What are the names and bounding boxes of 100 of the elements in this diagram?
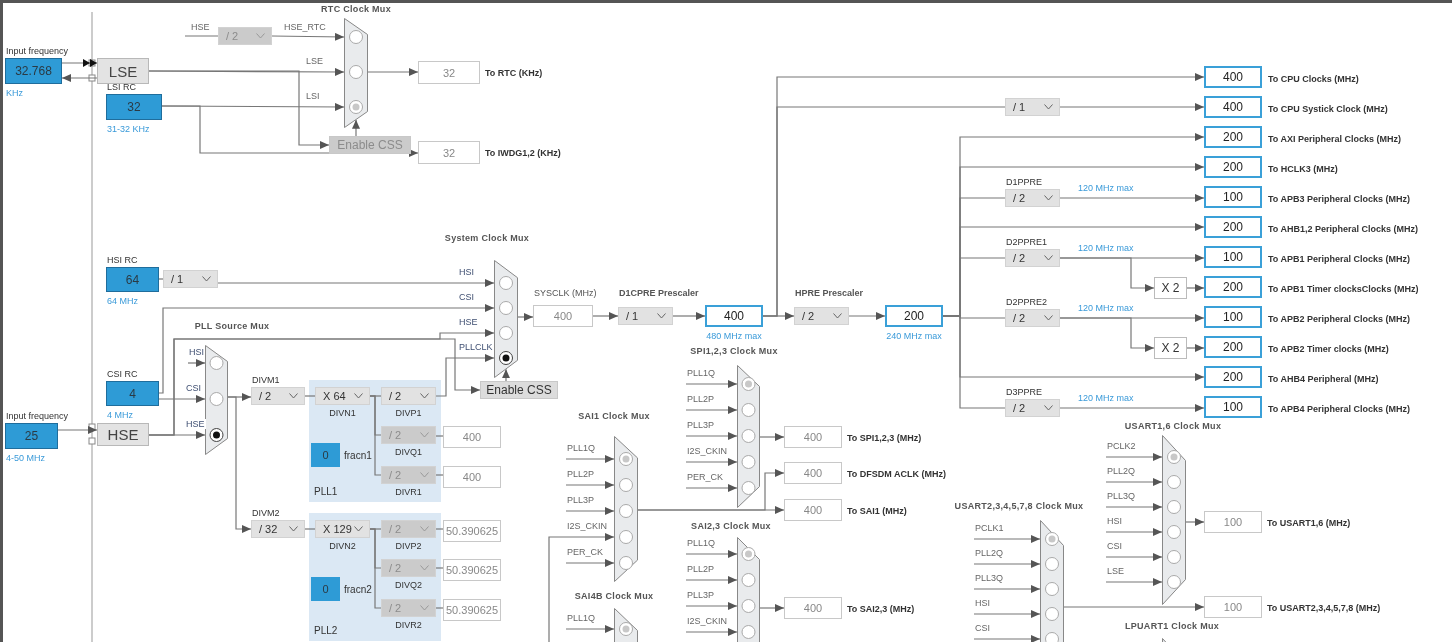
field-label: HSI RC bbox=[107, 255, 138, 266]
field-label: DIVM1 bbox=[252, 375, 280, 386]
signal-line bbox=[435, 474, 444, 476]
signal-label: HSI bbox=[974, 598, 991, 608]
signal-label: PLLCLK bbox=[458, 342, 494, 352]
signal-label: PLL1Q bbox=[566, 443, 597, 453]
prescaler-dropdown: / 1 bbox=[163, 270, 218, 288]
signal-arrow bbox=[57, 426, 98, 434]
frequency-output-field: 400 bbox=[443, 466, 501, 488]
output-label: To HCLK3 (MHz) bbox=[1268, 163, 1338, 175]
frequency-range-note: 4-50 MHz bbox=[6, 453, 45, 464]
signal-line bbox=[435, 607, 444, 609]
output-label: To APB2 Timer clocks (MHz) bbox=[1268, 343, 1389, 355]
field-label: D3PPRE bbox=[1006, 387, 1042, 398]
signal-arrow bbox=[148, 70, 330, 149]
signal-arrow bbox=[1059, 194, 1205, 202]
signal-line bbox=[435, 528, 444, 530]
signal-arrow bbox=[187, 359, 206, 367]
signal-arrow bbox=[1059, 404, 1205, 412]
output-label: To USART1,6 (MHz) bbox=[1267, 517, 1351, 529]
signal-label: LSI bbox=[305, 91, 321, 101]
field-label: Input frequency bbox=[6, 411, 69, 422]
multiplier-block: X 2 bbox=[1154, 277, 1187, 299]
field-label: DIVQ1 bbox=[395, 447, 422, 458]
output-label: To SAI1 (MHz) bbox=[847, 505, 907, 517]
signal-line bbox=[762, 106, 1006, 317]
signal-arrow bbox=[685, 576, 738, 584]
signal-label: LSE bbox=[1106, 566, 1125, 576]
panel-label: PLL1 bbox=[314, 486, 338, 497]
signal-arrow bbox=[685, 380, 738, 388]
mux-title: SPI1,2,3 Clock Mux bbox=[690, 346, 778, 357]
output-label: To APB1 Timer clocksClocks (MHz) bbox=[1268, 283, 1419, 295]
frequency-range-note: 31-32 KHz bbox=[107, 124, 150, 135]
output-label: To IWDG1,2 (KHz) bbox=[485, 148, 561, 159]
mux-title: RTC Clock Mux bbox=[321, 4, 391, 15]
frequency-output-field: 50.390625 bbox=[443, 520, 501, 542]
signal-arrow bbox=[548, 533, 615, 642]
output-label: To CPU Clocks (MHz) bbox=[1268, 73, 1359, 85]
frequency-limit-note: 480 MHz max bbox=[706, 331, 762, 342]
output-label: To SAI2,3 (MHz) bbox=[847, 603, 915, 615]
signal-arrow bbox=[759, 604, 785, 612]
field-label: LSI RC bbox=[107, 82, 136, 93]
signal-arrow bbox=[158, 304, 495, 394]
signal-arrow bbox=[637, 469, 785, 511]
mux-title: PLL Source Mux bbox=[194, 321, 270, 332]
mux-title: USART2,3,4,5,7,8 Clock Mux bbox=[954, 501, 1084, 512]
signal-arrow bbox=[1105, 503, 1163, 511]
field-label: fracn1 bbox=[344, 449, 372, 461]
field-label: DIVM2 bbox=[252, 508, 280, 519]
field-label: fracn2 bbox=[344, 583, 372, 595]
signal-arrow bbox=[227, 396, 252, 533]
field-label: SYSCLK (MHz) bbox=[534, 288, 597, 299]
output-label: To RTC (KHz) bbox=[485, 68, 543, 79]
field-label: DIVP1 bbox=[395, 408, 422, 419]
output-label: To APB3 Peripheral Clocks (MHz) bbox=[1268, 193, 1411, 205]
mux-title: System Clock Mux bbox=[444, 233, 530, 244]
oscillator-block: LSE bbox=[97, 58, 149, 84]
mux-title: SAI1 Clock Mux bbox=[578, 411, 650, 422]
signal-arrow bbox=[1186, 344, 1205, 352]
signal-line bbox=[369, 395, 382, 476]
signal-arrow bbox=[1059, 317, 1155, 352]
mux-title: SAI2,3 Clock Mux bbox=[691, 521, 771, 532]
output-label: To AHB1,2 Peripheral Clocks (MHz) bbox=[1268, 223, 1419, 235]
frequency-limit-note: 120 MHz max bbox=[1078, 393, 1134, 404]
signal-label: PLL2P bbox=[566, 469, 596, 479]
output-label: To USART2,3,4,5,7,8 (MHz) bbox=[1267, 602, 1381, 614]
signal-label: PLL2P bbox=[686, 394, 716, 404]
signal-line bbox=[184, 35, 219, 37]
field-label: DIVR2 bbox=[395, 620, 422, 631]
field-label: D1CPRE Prescaler bbox=[619, 288, 699, 299]
signal-label: HSI bbox=[188, 347, 205, 357]
signal-label: PLL2Q bbox=[974, 548, 1005, 558]
output-label: To APB4 Peripheral Clocks (MHz) bbox=[1268, 403, 1411, 415]
signal-arrow bbox=[759, 433, 785, 441]
frequency-limit-note: 120 MHz max bbox=[1078, 183, 1134, 194]
css-enable-button: Enable CSS bbox=[329, 136, 411, 154]
signal-arrow bbox=[502, 368, 510, 382]
signal-label: HSI bbox=[1106, 516, 1123, 526]
mux-title: LPUART1 Clock Mux bbox=[1124, 621, 1220, 632]
signal-arrow bbox=[672, 312, 706, 320]
field-label: D1PPRE bbox=[1006, 177, 1042, 188]
signal-arrow bbox=[565, 625, 615, 633]
signal-arrow bbox=[1063, 603, 1205, 611]
signal-label: I2S_CKIN bbox=[686, 446, 729, 456]
frequency-limit-note: 120 MHz max bbox=[1078, 303, 1134, 314]
output-label: To AXI Peripheral Clocks (MHz) bbox=[1268, 133, 1402, 145]
field-label: DIVR1 bbox=[395, 487, 422, 498]
signal-label: HSE bbox=[190, 22, 211, 32]
signal-label: PCLK1 bbox=[974, 523, 1005, 533]
signal-label: PCLK2 bbox=[1106, 441, 1137, 451]
frequency-output-field: 50.390625 bbox=[443, 599, 501, 621]
signal-arrow bbox=[973, 535, 1041, 543]
field-label: D2PPRE1 bbox=[1006, 237, 1048, 248]
signal-arrow bbox=[565, 559, 615, 567]
signal-label: HSE bbox=[185, 419, 206, 429]
signal-arrow bbox=[592, 312, 619, 320]
signal-label: CSI bbox=[1106, 541, 1123, 551]
signal-arrow bbox=[973, 560, 1041, 568]
signal-arrow bbox=[973, 635, 1041, 642]
mux-title: USART1,6 Clock Mux bbox=[1124, 421, 1222, 432]
